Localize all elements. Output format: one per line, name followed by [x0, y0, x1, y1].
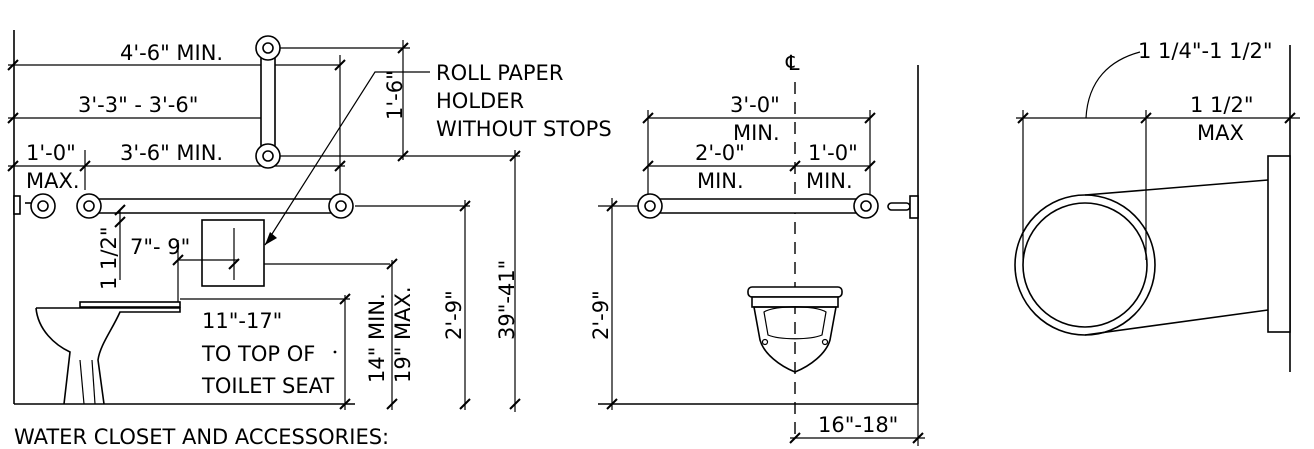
dim-label-rear-bar-total: 3'-0" [730, 93, 780, 117]
dim-label-paper-max: 19" MAX. [391, 286, 415, 383]
dim-label-grab-bar-height: 2'-9" [442, 290, 466, 340]
dim-label-rear-bar-left: 2'-0" [695, 141, 745, 165]
bar-section-outer [1014, 194, 1156, 336]
toilet-rim [751, 296, 839, 308]
dim-label-wall-to-center: 16"-18" [818, 413, 898, 437]
note-seat-height-line2: TO TOP OF [201, 342, 315, 366]
roll-paper-holder [201, 219, 265, 287]
dim-label-small-clearance: 1 1/2" [97, 227, 121, 291]
note-seat-height-line1: 11"-17" [202, 309, 282, 333]
note-roll-paper-line1: ROLL PAPER [436, 61, 563, 85]
wall-flange [1267, 155, 1291, 333]
dim-label-grab-bar-side-start: 3'-3" - 3'-6" [78, 93, 198, 117]
toilet-bowl [36, 307, 181, 405]
horizontal-grab-bar [81, 198, 349, 214]
dim-label-bar-diameter: 1 1/4"-1 1/2" [1138, 39, 1273, 63]
note-seat-height-line3: TOILET SEAT [201, 374, 334, 398]
grab-bar-section-detail: 1 1/4"-1 1/2" 1 1/2" MAX [1014, 39, 1300, 372]
center-elevation: ℄ 3'-0" MIN. 2'-0" MIN. 1'-0" MIN. 2'-9" [589, 51, 925, 446]
rear-grab-bar [642, 198, 870, 214]
left-elevation: 4'-6" MIN. 3'-3" - 3'-6" 1'-0" MAX. 3'-6… [7, 30, 612, 449]
dim-label-rear-bar-left-min: MIN. [697, 169, 744, 193]
dim-label-rear-offset: 1'-0" [26, 141, 76, 165]
side-grab-bar-end [887, 202, 911, 211]
dim-label-wall-clearance: 1 1/2" [1190, 93, 1254, 117]
bar-section-inner [1022, 202, 1148, 328]
toilet-seat [79, 301, 181, 308]
dim-label-grab-bar-height-range: 39"-41" [495, 260, 519, 340]
dim-label-wall-clearance-max: MAX [1197, 121, 1244, 145]
note-roll-paper-line3: WITHOUT STOPS [436, 117, 612, 141]
toilet-seat-front [747, 286, 843, 298]
dim-label-paper-min: 14" MIN. [365, 293, 389, 383]
leader-line [264, 71, 430, 246]
toilet-bowl-front [753, 306, 837, 373]
dim-label-rear-bar-total-min: MIN. [733, 121, 780, 145]
dim-label-rear-length: 3'-6" MIN. [120, 141, 223, 165]
note-roll-paper-line2: HOLDER [436, 89, 524, 113]
dim-label-paper-offset: 7"- 9" [130, 235, 190, 259]
dim-label-rear-bar-right: 1'-0" [808, 141, 858, 165]
dim-label-rear-offset-max: MAX. [26, 169, 80, 193]
caption: WATER CLOSET AND ACCESSORIES: [14, 425, 389, 449]
dim-label-vertical-bar: 1'-6" [383, 70, 407, 120]
centerline-symbol: ℄ [785, 51, 800, 75]
dim-label-rear-bar-right-min: MIN. [806, 169, 853, 193]
leader-line [1085, 51, 1141, 119]
dim-label-grab-bar-side-length: 4'-6" MIN. [120, 41, 223, 65]
dim-label-grab-bar-height: 2'-9" [589, 290, 613, 340]
